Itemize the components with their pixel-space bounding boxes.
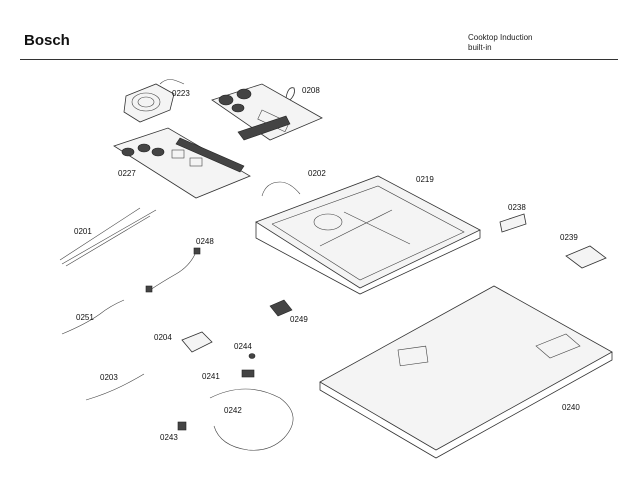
label-0243: 0243 xyxy=(160,433,178,442)
product-description-line2: built-in xyxy=(468,43,492,52)
part-0239-plate[interactable] xyxy=(565,245,607,269)
part-0227-power-board[interactable] xyxy=(113,127,251,199)
label-0241: 0241 xyxy=(202,372,220,381)
part-0243[interactable] xyxy=(177,421,187,431)
part-0241-sensor[interactable] xyxy=(241,369,255,378)
part-0204-bracket[interactable] xyxy=(181,331,213,353)
label-0219: 0219 xyxy=(416,175,434,184)
label-0227: 0227 xyxy=(118,169,136,178)
label-0249: 0249 xyxy=(290,315,308,324)
label-0204: 0204 xyxy=(154,333,172,342)
label-0248: 0248 xyxy=(196,237,214,246)
product-description-line1: Cooktop Induction xyxy=(468,33,533,42)
label-0238: 0238 xyxy=(508,203,526,212)
part-0203-harness[interactable] xyxy=(85,373,145,401)
brand-title: Bosch xyxy=(24,32,70,49)
part-0219-base-frame[interactable] xyxy=(255,175,481,295)
part-0223-fan[interactable] xyxy=(123,79,185,123)
part-0244[interactable] xyxy=(248,353,256,359)
part-0251-harness[interactable] xyxy=(61,299,125,335)
label-0240: 0240 xyxy=(562,403,580,412)
header-divider xyxy=(20,59,618,60)
label-0201: 0201 xyxy=(74,227,92,236)
label-0244: 0244 xyxy=(234,342,252,351)
label-0202: 0202 xyxy=(308,169,326,178)
label-0203: 0203 xyxy=(100,373,118,382)
label-0223: 0223 xyxy=(172,89,190,98)
label-0239: 0239 xyxy=(560,233,578,242)
product-description: Cooktop Induction built-in xyxy=(468,33,533,53)
label-0242: 0242 xyxy=(224,406,242,415)
part-0202-cable[interactable] xyxy=(261,181,301,197)
part-0248-harness[interactable] xyxy=(145,247,201,293)
part-0208-clip[interactable] xyxy=(285,87,295,101)
part-0249-connector[interactable] xyxy=(269,299,293,317)
part-induction-board-upper[interactable] xyxy=(211,83,323,141)
part-0201-wire-set[interactable] xyxy=(59,207,157,267)
label-0251: 0251 xyxy=(76,313,94,322)
part-0238-bracket[interactable] xyxy=(499,213,527,233)
part-0240-bottom-tray[interactable] xyxy=(319,285,613,459)
part-0242-gasket[interactable] xyxy=(209,388,294,451)
label-0208: 0208 xyxy=(302,86,320,95)
